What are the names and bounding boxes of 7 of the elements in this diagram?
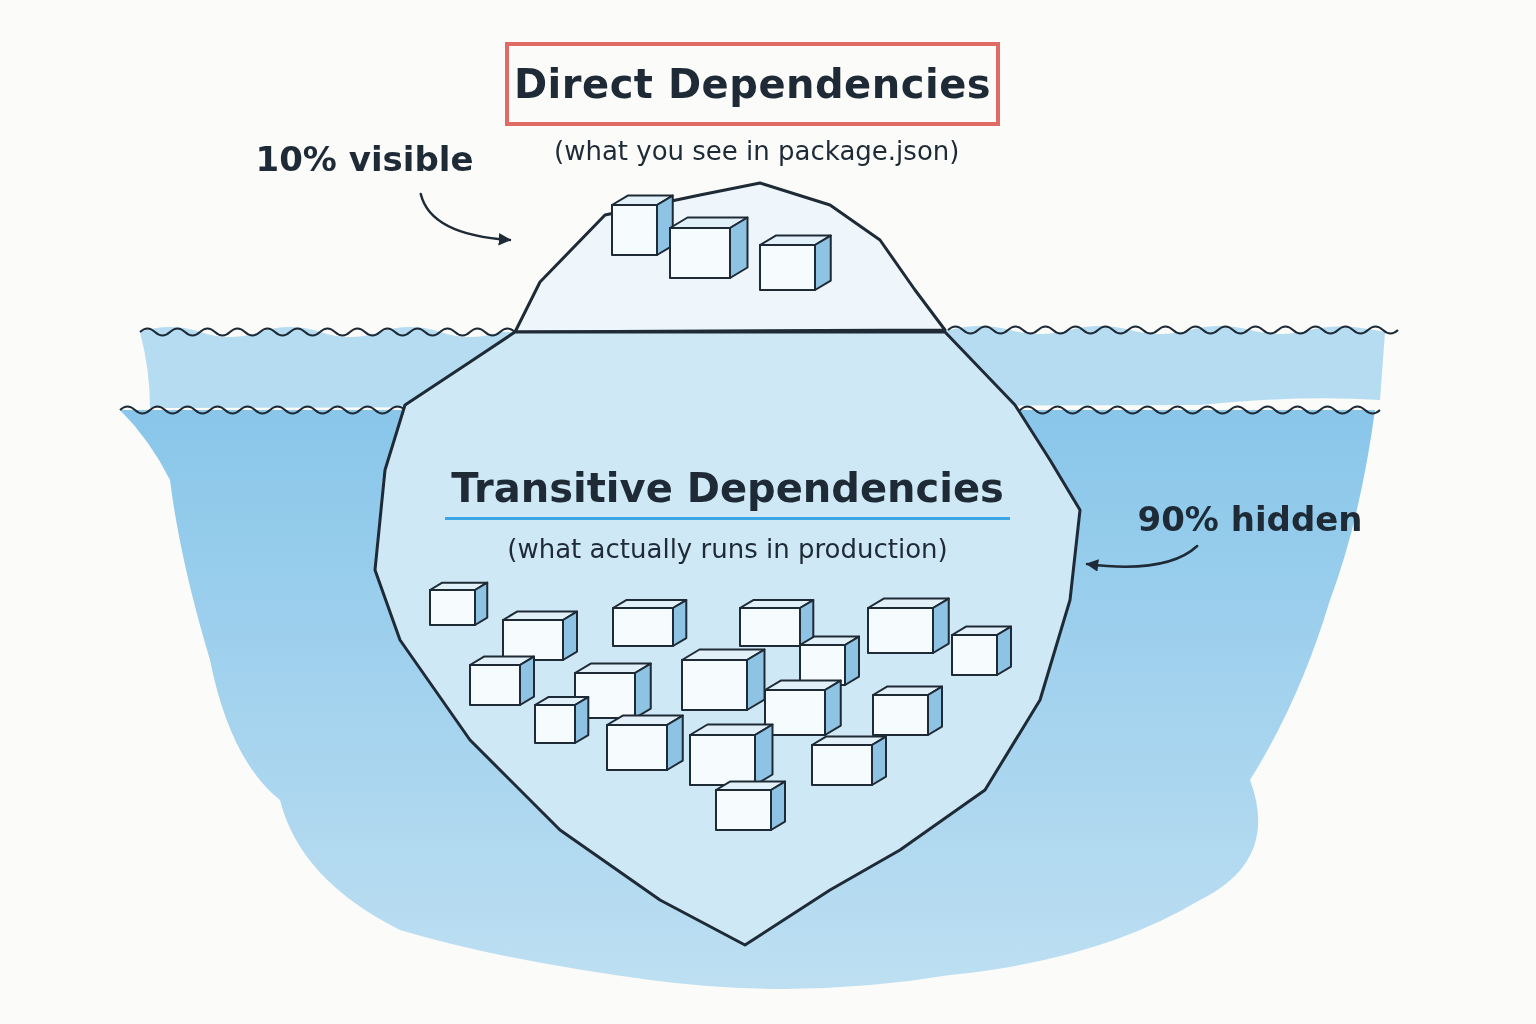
subtitle: (what you see in package.json) [554, 136, 960, 166]
arrow [419, 192, 512, 246]
heading: Direct Dependencies [513, 61, 992, 107]
arrow [1085, 544, 1199, 572]
heading: Transitive Dependencies [445, 465, 1010, 520]
callout-text: 10% visible [252, 134, 477, 184]
subheading: (what actually runs in production) [507, 534, 948, 564]
